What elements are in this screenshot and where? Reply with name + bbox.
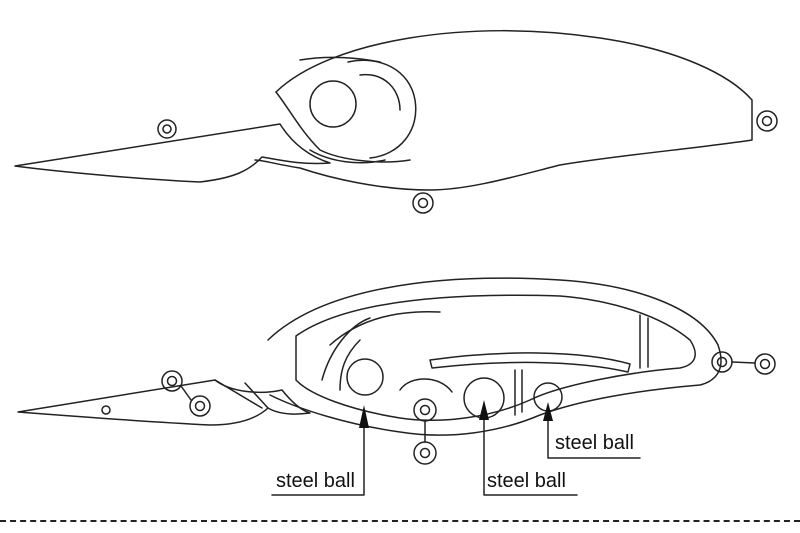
gill-line xyxy=(275,91,411,163)
tail-hook-eye xyxy=(756,110,778,132)
dashed-divider xyxy=(0,520,800,522)
lip-hole xyxy=(101,405,111,415)
tail-hook-eye-cutaway xyxy=(711,351,733,373)
belly-hook-eye xyxy=(412,192,434,214)
steel-ball-label-1: steel ball xyxy=(276,470,355,492)
belly-hook-eye-cutaway xyxy=(413,398,437,422)
arrow-icon-2 xyxy=(479,400,489,420)
diving-lip xyxy=(14,123,331,183)
weight-channel xyxy=(429,352,631,373)
lure-cutaway-view xyxy=(17,277,776,465)
line-tie-eye xyxy=(157,119,177,139)
lure-body-outline xyxy=(254,29,753,191)
steel-ball-1 xyxy=(346,358,384,396)
label-leaders xyxy=(271,411,641,496)
line-tie-eye-cutaway xyxy=(161,370,183,392)
steel-ball-label-3: steel ball xyxy=(555,432,634,454)
eye-icon xyxy=(309,80,357,128)
cutaway-diving-lip xyxy=(17,379,311,426)
arrow-icon-1 xyxy=(359,405,369,428)
lure-exterior-view xyxy=(14,29,778,214)
steel-ball-label-2: steel ball xyxy=(487,470,566,492)
arrow-icon-3 xyxy=(543,402,553,421)
cutaway-body-outline xyxy=(267,277,722,436)
